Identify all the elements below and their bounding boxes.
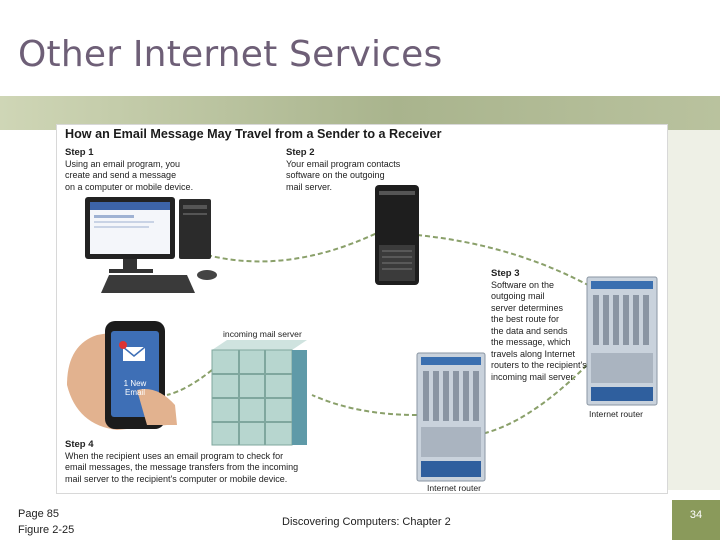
figure-reference: Figure 2-25 — [18, 524, 75, 536]
step-3-text: Step 3 Software on the outgoing mail ser… — [491, 268, 611, 383]
step-3-line: server determines — [491, 302, 564, 313]
step-4-line: When the recipient uses an email program… — [65, 450, 284, 461]
smartphone-icon — [67, 321, 177, 430]
step-1-text: Step 1 Using an email program, you creat… — [65, 147, 235, 193]
route-line-incoming-phone — [166, 369, 213, 396]
step-3-line: incoming mail server. — [491, 371, 576, 382]
desktop-computer-icon — [85, 197, 217, 293]
step-2-line: mail server. — [286, 181, 333, 192]
step-3-line: travels along Internet — [491, 348, 576, 359]
incoming-mail-server-icon — [211, 340, 307, 446]
page-reference: Page 85 — [18, 508, 59, 520]
step-3-label: Step 3 — [491, 268, 520, 279]
step-1-line: Using an email program, you — [65, 158, 181, 169]
phone-notification-text: 1 New Email — [117, 379, 153, 397]
diagram-art — [67, 185, 658, 482]
email-diagram: How an Email Message May Travel from a S… — [56, 124, 668, 494]
page-number-box: 34 — [672, 500, 720, 540]
router-right-label: Internet router — [589, 409, 643, 419]
step-1-line: create and send a message — [65, 170, 177, 180]
slide-title: Other Internet Services — [18, 34, 443, 75]
step-2-line: Your email program contacts — [286, 158, 401, 169]
step-2-label: Step 2 — [286, 147, 315, 158]
route-line-step1-step2 — [206, 232, 378, 263]
step-1-label: Step 1 — [65, 147, 94, 158]
step-3-line: the best route for — [491, 314, 560, 324]
internet-router-right-icon — [586, 276, 658, 406]
phone-text-line: Email — [124, 388, 145, 397]
step-3-line: routers to the recipient's — [491, 360, 587, 370]
step-3-line: the data and sends — [491, 325, 568, 336]
footer-references: Page 85 Figure 2-25 — [18, 506, 74, 538]
outgoing-mail-server-icon — [375, 185, 419, 285]
step-2-text: Step 2 Your email program contacts softw… — [286, 147, 436, 193]
phone-text-line: 1 New — [123, 379, 147, 388]
step-4-line: mail server to the recipient's computer … — [65, 473, 288, 484]
route-line-router-router — [476, 364, 588, 436]
internet-router-bottom-icon — [416, 352, 486, 482]
step-4-line: email messages, the message transfers fr… — [65, 462, 299, 472]
route-line-router-incoming — [311, 394, 418, 416]
step-3-line: Software on the — [491, 279, 555, 290]
step-4-label: Step 4 — [65, 439, 94, 450]
step-1-line: on a computer or mobile device. — [65, 181, 194, 192]
route-line-step2-router — [416, 234, 598, 291]
figure-title: How an Email Message May Travel from a S… — [65, 127, 442, 141]
incoming-server-label: incoming mail server — [223, 329, 302, 339]
router-bottom-label: Internet router — [427, 483, 481, 493]
step-3-line: outgoing mail — [491, 291, 545, 301]
footer-chapter: Discovering Computers: Chapter 2 — [282, 516, 451, 528]
step-3-line: the message, which — [491, 337, 571, 347]
step-2-line: software on the outgoing — [286, 170, 385, 180]
right-strip — [666, 130, 720, 490]
step-4-text: Step 4 When the recipient uses an email … — [65, 439, 365, 485]
